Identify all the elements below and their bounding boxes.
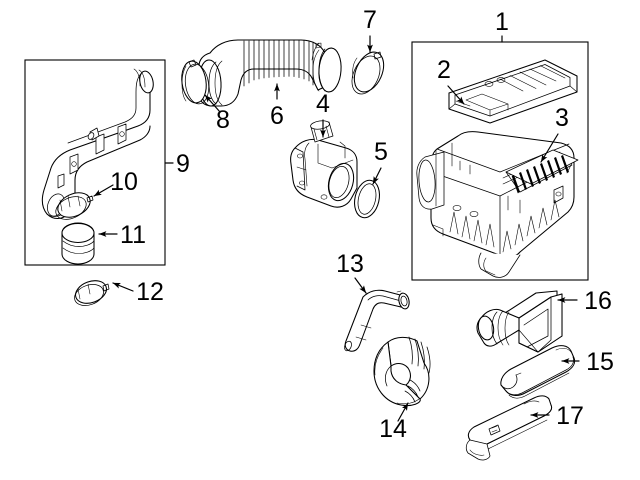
callout-label-9: 9 [176,150,190,178]
part-4-mass-air-flow-sensor [290,120,358,208]
leader-5 [372,167,382,185]
maf-inlet-collar [310,120,330,130]
callout-leaders [93,35,580,422]
callout-label-4: 4 [316,90,330,118]
callout-label-12: 12 [136,278,164,306]
part-7-hose-clamp [351,51,385,95]
callout-label-5: 5 [374,138,388,166]
part-12-clamp [74,280,110,306]
group-9-intake-tube-assembly [24,59,166,266]
part-15-air-duct-cover [500,345,576,399]
leader-3 [540,133,559,163]
part-10-clamp [55,192,94,220]
callout-label-1: 1 [495,8,509,36]
callout-label-11: 11 [120,221,146,249]
callout-label-3: 3 [555,104,569,132]
leader-14 [397,402,409,422]
part-5-oring-seal [354,179,380,219]
part-8-hose-clamp [181,59,210,105]
group-1-air-cleaner-assembly [411,41,589,281]
callout-label-13: 13 [336,250,364,278]
callout-label-8: 8 [216,106,230,134]
leader-8 [204,94,221,113]
callout-label-15: 15 [586,348,614,376]
duct-corrugations-lower [404,379,421,403]
callout-label-17: 17 [556,402,584,430]
callout-label-6: 6 [270,102,284,130]
callout-labels: 1 2 3 4 5 6 7 8 9 10 11 12 13 14 15 16 1… [110,6,614,443]
group-box-1 [411,41,589,281]
resonator-inlet-bore [477,315,495,341]
leader-12 [112,282,134,292]
part-2-air-cleaner-cover [448,59,578,124]
part-16-air-intake-resonator [476,290,563,353]
callout-label-2: 2 [437,56,451,84]
leader-2 [447,85,465,105]
part-9-air-intake-tube [41,68,154,220]
callout-label-16: 16 [584,287,612,315]
bellows-corrugations [248,39,310,84]
maf-outlet-bore [327,162,355,202]
part-3-air-filter-element [505,149,579,194]
callout-label-14: 14 [379,415,407,443]
part-11-connector-sleeve [61,222,95,265]
part-6-air-intake-bellows-hose [198,39,342,107]
callout-label-10: 10 [110,168,138,196]
part-14-air-intake-duct [373,336,431,407]
leader-10 [93,184,114,197]
duct-corrugations [408,336,431,374]
part-13-crankcase-breather-hose [344,289,410,352]
housing-ribs [449,199,560,253]
leader-13 [354,277,367,294]
callout-label-7: 7 [363,6,377,34]
part-17-air-inlet-scoop [465,395,553,461]
